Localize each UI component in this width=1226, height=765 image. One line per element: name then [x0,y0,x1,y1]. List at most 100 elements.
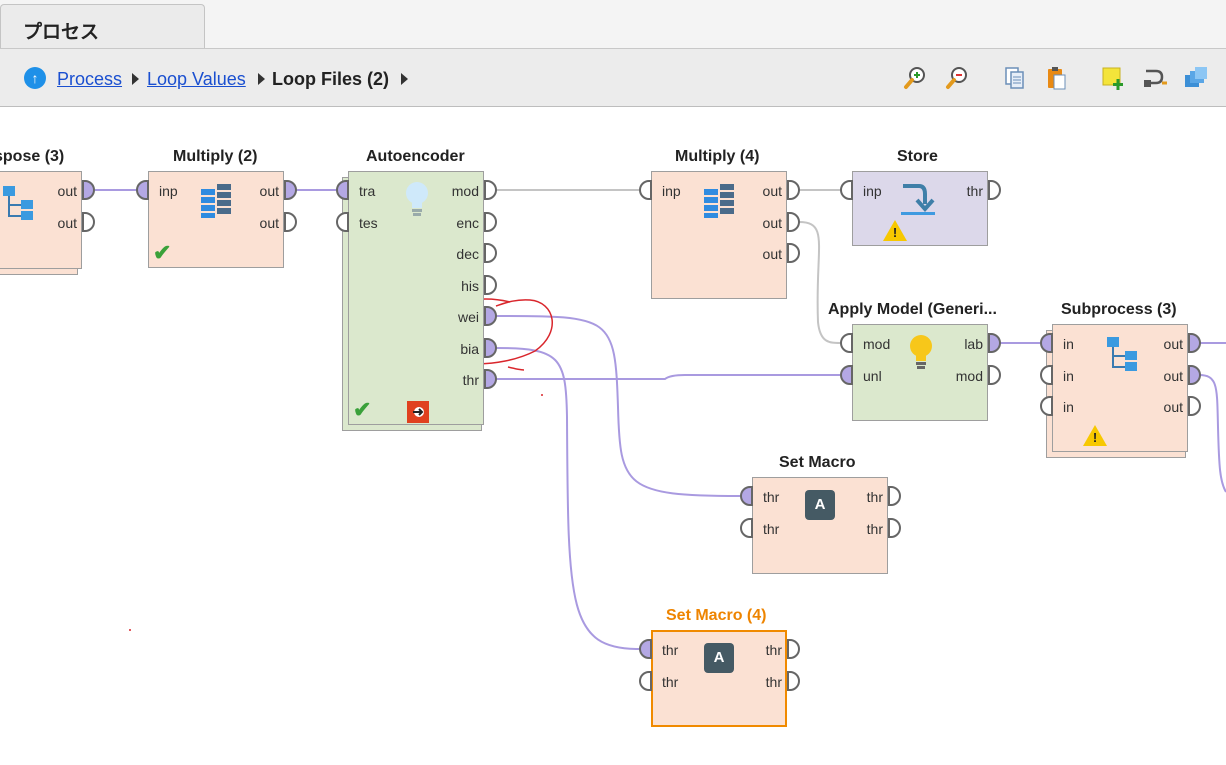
output-port-dec[interactable] [484,243,497,263]
annotation-dot [129,629,131,631]
output-port[interactable] [787,671,800,691]
input-port[interactable] [1040,365,1053,385]
input-port[interactable] [639,671,652,691]
output-port-enc[interactable] [484,212,497,232]
operator-apply-model[interactable]: mod unl lab mod [852,324,988,421]
port-label: thr [462,372,479,388]
operator-set-macro-4[interactable]: thr thr thr thr A [651,630,787,727]
wire-bia-setmacro4[interactable] [495,347,640,650]
port-label: thr [763,489,780,505]
port-label: out [259,215,279,231]
process-canvas[interactable]: out out spose (3) inp out out ✔ Multiply… [0,107,1226,765]
breadcrumb-separator-icon [258,73,265,85]
input-port[interactable] [336,180,349,200]
input-port[interactable] [639,639,652,659]
port-label: inp [159,183,178,199]
add-note-icon[interactable] [1100,65,1126,91]
operator-title: Autoencoder [366,148,465,165]
output-port[interactable] [888,486,901,506]
tab-process[interactable]: プロセス [0,4,205,48]
breadcrumb-loop-values[interactable]: Loop Values [147,69,246,89]
warning-icon [1083,425,1107,446]
output-port[interactable] [787,243,800,263]
connection-wires [95,189,1226,650]
output-port[interactable] [1188,365,1201,385]
output-port[interactable] [888,518,901,538]
input-port[interactable] [840,333,853,353]
port-label: lab [964,336,983,352]
input-port[interactable] [136,180,149,200]
output-port-bia[interactable] [484,338,497,358]
output-port[interactable] [988,333,1001,353]
layers-icon[interactable] [1183,65,1209,91]
operator-store[interactable]: inp thr ! [852,171,988,246]
port-label: thr [662,674,679,690]
operator-multiply-2[interactable]: inp out out ✔ [148,171,284,268]
paste-icon[interactable] [1043,65,1069,91]
auto-wire-icon[interactable] [1142,65,1168,91]
multiply-icon [704,184,734,218]
output-port[interactable] [988,365,1001,385]
output-port[interactable] [787,180,800,200]
wire-thr-apply[interactable] [496,374,840,380]
wire-subprocess-out2[interactable] [1198,374,1226,493]
output-port-wei[interactable] [484,306,497,326]
port-label: tra [359,183,376,199]
output-port[interactable] [284,180,297,200]
output-port[interactable] [284,212,297,232]
port-label: dec [456,246,479,262]
output-port-mod[interactable] [484,180,497,200]
port-label: mod [863,336,891,352]
port-label: out [57,215,77,231]
port-label: mod [451,183,479,199]
macro-icon: A [805,490,835,520]
zoom-in-icon[interactable] [902,65,928,91]
success-check-icon: ✔ [153,240,172,265]
operator-autoencoder[interactable]: tra tes mod enc dec his wei bia thr ✔ [348,171,484,425]
output-port[interactable] [82,180,95,200]
output-port[interactable] [787,212,800,232]
lightbulb-icon [910,335,932,369]
output-port[interactable] [787,639,800,659]
operator-set-macro[interactable]: thr thr thr thr A [752,477,888,574]
input-port[interactable] [1040,396,1053,416]
output-port-his[interactable] [484,275,497,295]
tab-bar: プロセス [0,0,1226,49]
output-port[interactable] [1188,333,1201,353]
input-port[interactable] [840,365,853,385]
wire-multiply4-apply[interactable] [798,221,841,344]
operator-title: Multiply (4) [675,148,760,165]
breadcrumb-current: Loop Files (2) [272,69,389,89]
input-port[interactable] [840,180,853,200]
input-port[interactable] [740,518,753,538]
breakpoint-icon[interactable] [407,401,429,423]
output-port[interactable] [988,180,1001,200]
up-arrow-icon[interactable]: ↑ [24,67,46,89]
output-port[interactable] [82,212,95,232]
port-label: thr [866,489,883,505]
wire-wei-setmacro[interactable] [495,315,741,497]
input-port[interactable] [336,212,349,232]
zoom-out-icon[interactable] [944,65,970,91]
port-label: unl [863,368,882,384]
copy-icon[interactable] [1002,65,1028,91]
port-label: tes [359,215,378,231]
breadcrumb-expand-icon[interactable] [401,73,408,85]
operator-transpose[interactable]: out out [0,171,82,269]
input-port[interactable] [740,486,753,506]
operator-subprocess-3[interactable]: in in in out out out ! [1052,324,1188,452]
port-label: in [1063,399,1074,415]
operator-title: spose (3) [0,148,65,165]
output-port[interactable] [1188,396,1201,416]
operator-multiply-4[interactable]: inp out out out [651,171,787,299]
port-label: thr [866,521,883,537]
operator-title: Set Macro (4) [666,607,767,624]
input-port[interactable] [639,180,652,200]
output-port-thr[interactable] [484,369,497,389]
input-port[interactable] [1040,333,1053,353]
port-label: out [57,183,77,199]
port-label: out [762,215,782,231]
breadcrumb-process[interactable]: Process [57,69,123,89]
port-label: in [1063,336,1074,352]
breadcrumb-bar: ↑ Process Loop Values Loop Files (2) [0,49,1226,107]
